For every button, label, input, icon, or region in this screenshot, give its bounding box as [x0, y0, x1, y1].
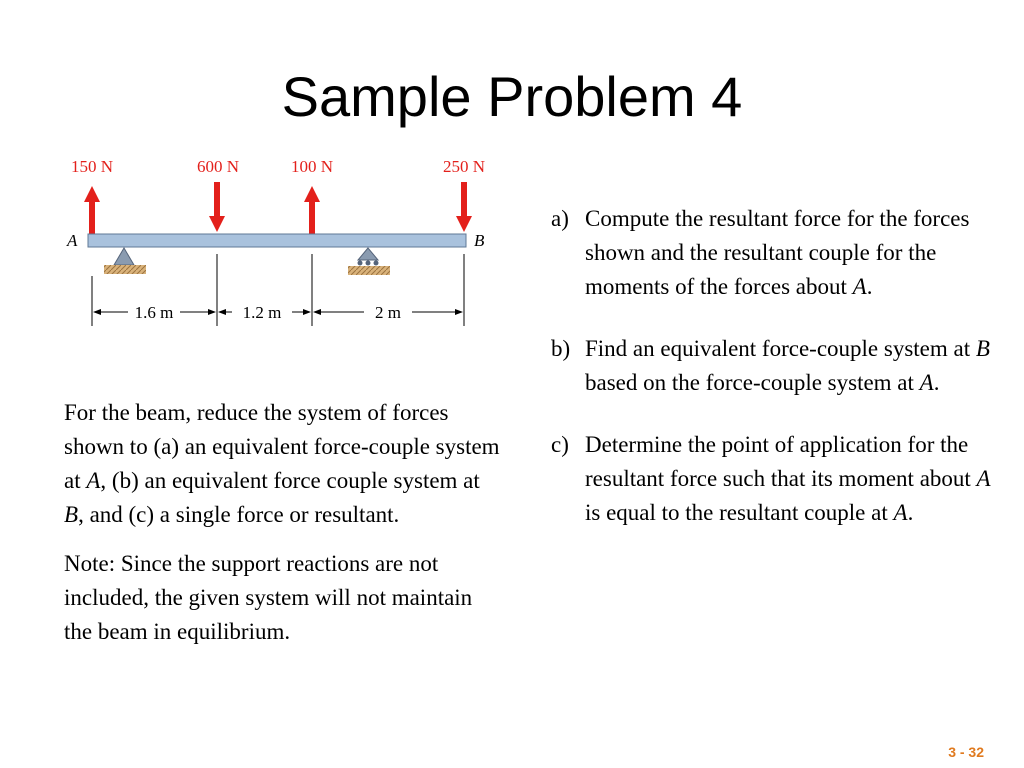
- problem-statement: For the beam, reduce the system of force…: [64, 400, 500, 527]
- beam: [87, 233, 467, 248]
- page-number: 3 - 32: [948, 744, 984, 760]
- roller-support: [348, 247, 390, 275]
- slide-title: Sample Problem 4: [281, 65, 743, 128]
- dimension-label-1: 1.6 m: [135, 303, 174, 322]
- task-marker: b): [551, 336, 571, 361]
- dimension-lines: [93, 309, 463, 315]
- beam-diagram: 150 N 600 N 100 N 250 N A B: [66, 157, 485, 326]
- problem-note: Note: Since the support reactions are no…: [64, 551, 473, 644]
- force-label-600: 600 N: [197, 157, 239, 176]
- dimension-extension-lines: [91, 254, 465, 326]
- task-item-b: b) Find an equivalent force-couple syste…: [551, 332, 1001, 400]
- task-marker: a): [551, 206, 569, 231]
- force-arrow-100-up: [304, 186, 320, 234]
- task-text: Compute the resultant force for the forc…: [585, 206, 970, 299]
- beam-figure: 150 N 600 N 100 N 250 N A B: [56, 150, 500, 340]
- task-text: Find an equivalent force-couple system a…: [585, 336, 990, 395]
- problem-statement-block: For the beam, reduce the system of force…: [64, 396, 504, 664]
- point-b-label: B: [474, 231, 485, 250]
- point-a-label: A: [66, 231, 78, 250]
- force-label-250: 250 N: [443, 157, 485, 176]
- task-item-a: a) Compute the resultant force for the f…: [551, 202, 1001, 304]
- force-arrow-250-down: [456, 182, 472, 232]
- dimension-label-3: 2 m: [375, 303, 401, 322]
- task-marker: c): [551, 432, 569, 457]
- task-text: Determine the point of application for t…: [585, 432, 991, 525]
- force-arrow-150-up: [84, 186, 100, 234]
- dimension-label-2: 1.2 m: [243, 303, 282, 322]
- force-label-100: 100 N: [291, 157, 333, 176]
- force-label-150: 150 N: [71, 157, 113, 176]
- pin-support: [104, 247, 146, 274]
- force-arrow-600-down: [209, 182, 225, 232]
- task-list: a) Compute the resultant force for the f…: [551, 202, 1001, 558]
- task-item-c: c) Determine the point of application fo…: [551, 428, 1001, 530]
